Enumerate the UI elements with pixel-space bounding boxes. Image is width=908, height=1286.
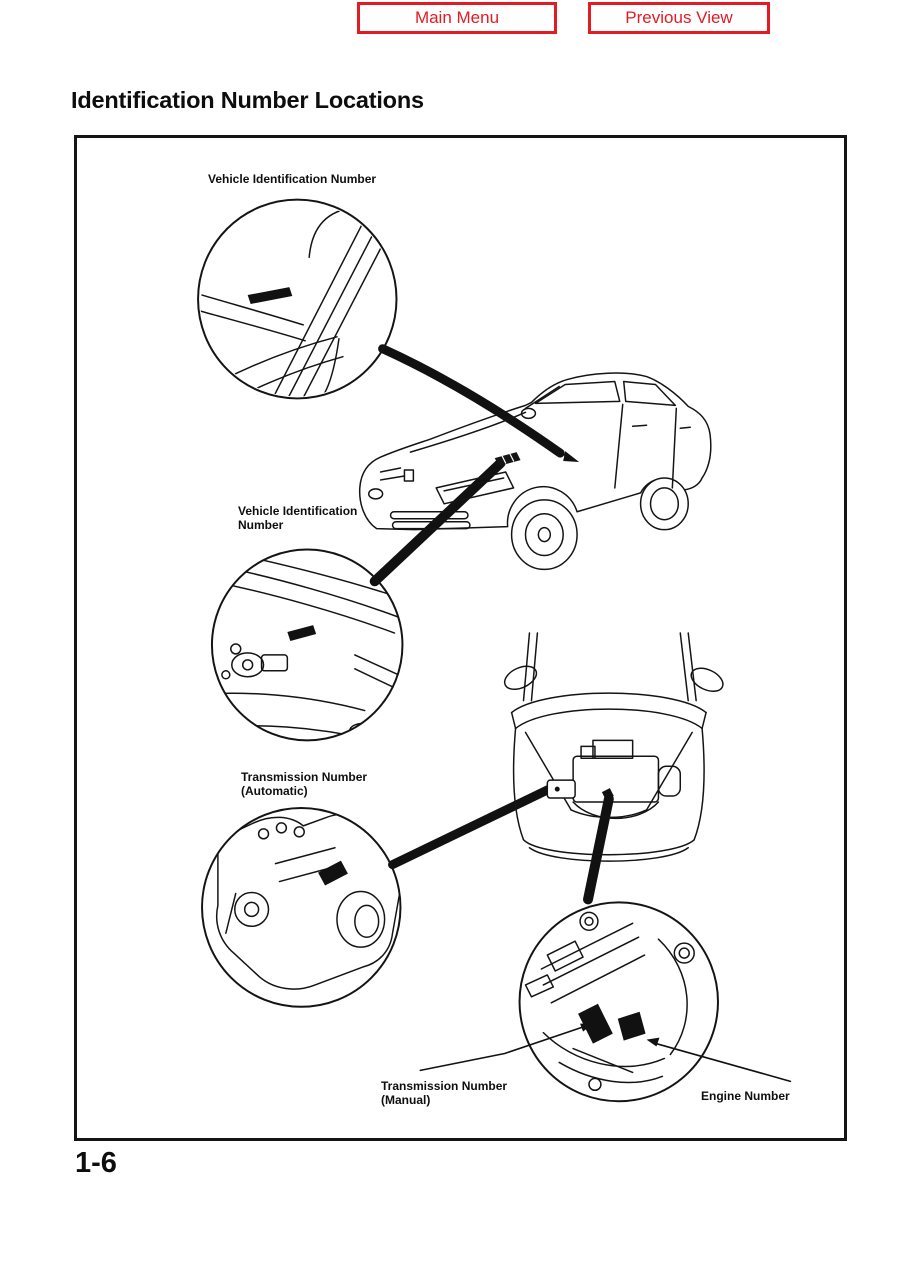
engine-number-mark: [617, 1011, 646, 1041]
main-menu-button[interactable]: Main Menu: [357, 2, 557, 34]
transmission-auto-callout-circle: [201, 806, 402, 1008]
diagram-frame: Vehicle Identification Number Vehicle Id…: [74, 135, 847, 1141]
car-side-view: [358, 372, 712, 571]
vin-plate-mark: [247, 287, 293, 305]
vin-stamp-mark: [287, 625, 317, 641]
label-line: Vehicle Identification: [238, 504, 358, 518]
car-front-view: [503, 632, 724, 862]
transmission-number-plate: [318, 860, 348, 886]
label-line: (Manual): [381, 1093, 431, 1108]
label-line: (Automatic): [241, 784, 308, 799]
connector-lines: [369, 344, 614, 905]
manual-transmission-number-mark: [578, 1003, 613, 1044]
label-line: Engine Number: [701, 1089, 790, 1103]
vin-dash-callout-circle: [197, 198, 398, 400]
previous-view-button[interactable]: Previous View: [588, 2, 770, 34]
page-number: 1-6: [75, 1147, 117, 1179]
identification-diagram: [197, 198, 792, 1103]
engine-number-callout-circle: [518, 901, 719, 1103]
label-line: Transmission Number: [381, 1079, 508, 1093]
page-title: Identification Number Locations: [71, 87, 424, 113]
label-line: Number: [238, 518, 284, 533]
label-transmission-automatic: Transmission Number (Automatic): [241, 770, 367, 799]
leader-arrows: [419, 451, 792, 1083]
label-engine-number: Engine Number: [701, 1089, 790, 1103]
label-line: Transmission Number: [241, 770, 368, 784]
label-line: Vehicle Identification Number: [208, 172, 377, 186]
label-vin-dashboard: Vehicle Identification Number: [208, 172, 376, 186]
label-transmission-manual: Transmission Number (Manual): [381, 1079, 507, 1108]
label-vin-engine-bay: Vehicle Identification Number: [238, 504, 357, 533]
vin-location-hatch-mark: [494, 452, 521, 467]
